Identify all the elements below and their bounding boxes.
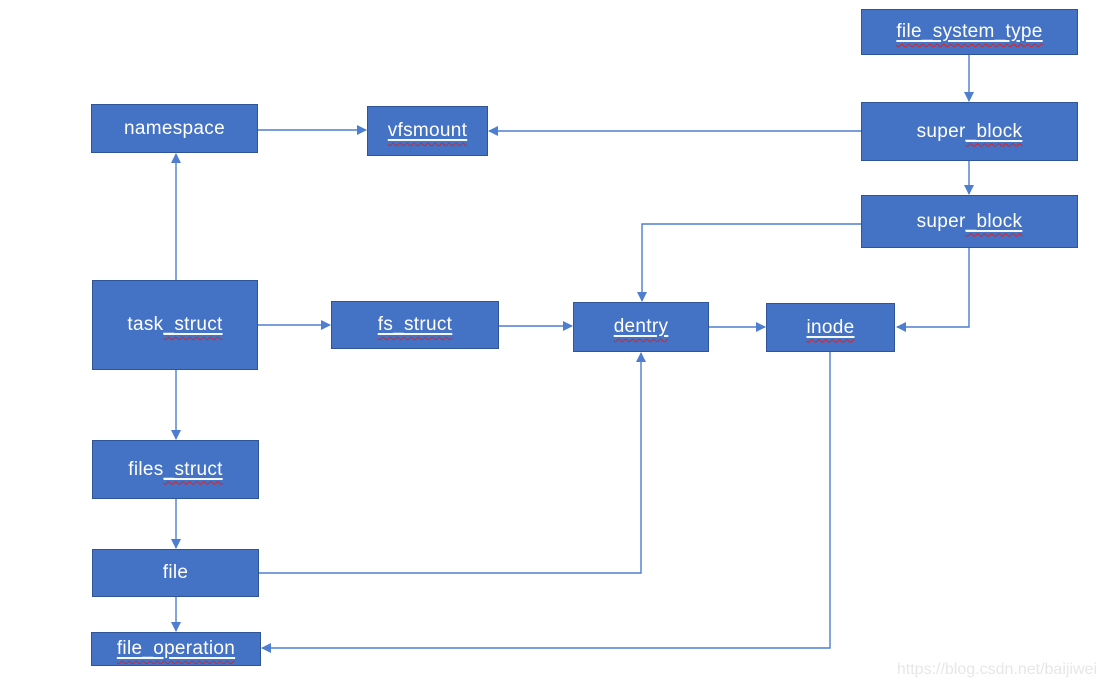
node-label: super_block (916, 210, 1023, 232)
node-task-struct: task_struct (92, 280, 258, 370)
node-super-block-2: super_block (861, 195, 1078, 248)
node-label: task_struct (127, 314, 223, 335)
node-label: file_system_type (896, 21, 1043, 42)
node-label: namespace (124, 117, 225, 139)
node-label: inode (806, 316, 855, 338)
node-file: file (92, 549, 259, 597)
node-namespace: namespace (91, 104, 258, 153)
node-label: fs_struct (377, 314, 453, 335)
node-file-system-type: file_system_type (861, 9, 1078, 55)
node-inode: inode (766, 303, 895, 352)
node-dentry: dentry (573, 302, 709, 352)
node-files-struct: files_struct (92, 440, 259, 499)
node-label: super_block (916, 120, 1023, 142)
watermark: https://blog.csdn.net/baijiwei (896, 661, 1097, 678)
node-label: vfsmount (387, 120, 468, 141)
edge-super-block-2-to-dentry (637, 223, 861, 302)
node-file-operation: file_operation (91, 632, 261, 666)
node-label: dentry (613, 316, 669, 337)
edge-file-to-dentry (259, 352, 646, 574)
node-label: files_struct (128, 458, 223, 480)
node-super-block-1: super_block (861, 102, 1078, 161)
edge-super-block-2-to-inode (896, 248, 970, 332)
node-label: file_operation (116, 638, 236, 659)
node-label: file (162, 562, 189, 583)
node-vfsmount: vfsmount (367, 106, 488, 156)
edge-inode-to-file-operation (261, 352, 831, 653)
node-fs-struct: fs_struct (331, 301, 499, 349)
